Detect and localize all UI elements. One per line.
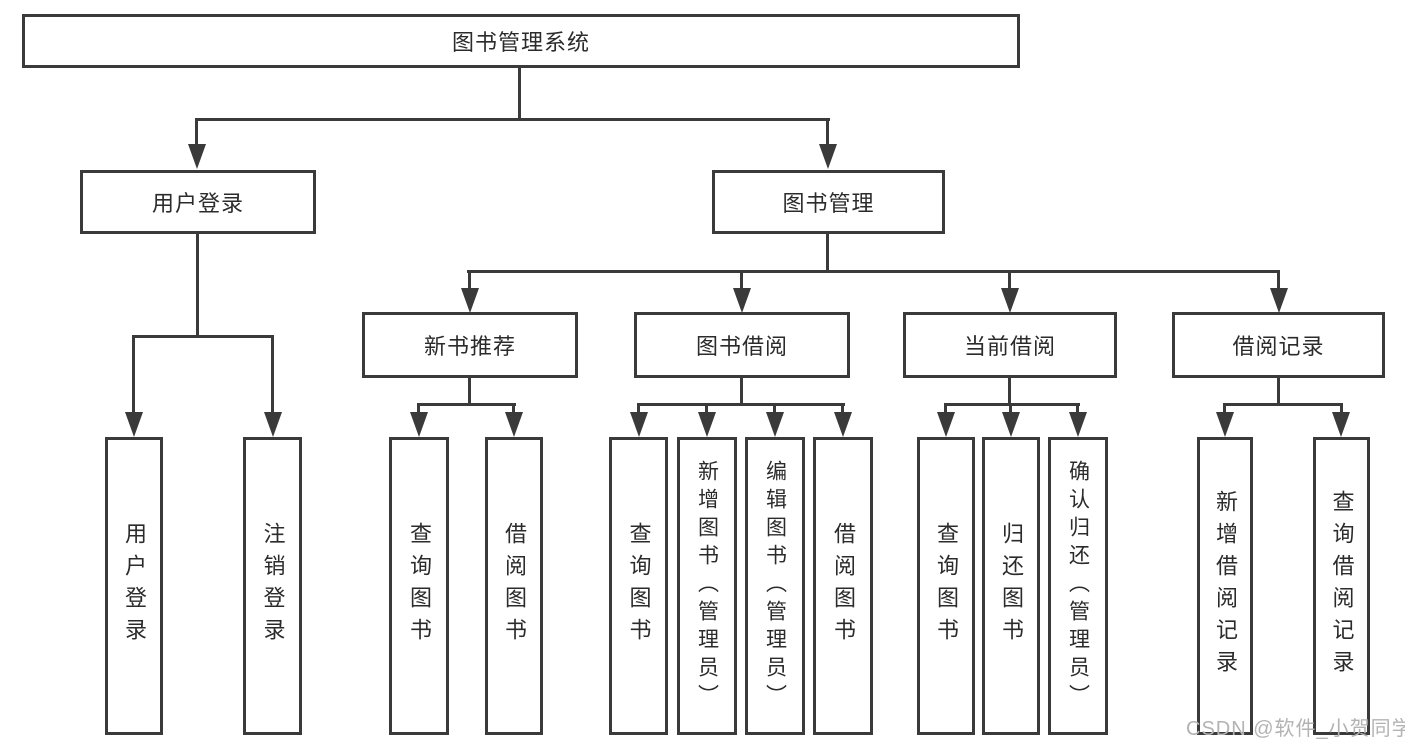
connector-leaf-stub: [417, 403, 420, 415]
leaf-node-add-books-admin: 新增图书（管理员）: [677, 437, 737, 735]
node-book-borrow: 图书借阅: [634, 312, 850, 378]
arrow-down-icon: [1270, 288, 1288, 313]
connector-root-crossbar: [195, 118, 830, 121]
connector-leaf-stub: [944, 403, 947, 415]
arrow-down-icon: [766, 412, 784, 437]
node-current-borrow: 当前借阅: [903, 312, 1117, 378]
connector-group-crossbar: [637, 403, 845, 406]
leaf-node-logout: 注销登录: [243, 437, 302, 735]
arrow-down-icon: [1216, 412, 1234, 437]
arrow-down-icon: [1001, 288, 1019, 313]
arrow-down-icon: [188, 144, 206, 169]
arrow-down-icon: [698, 412, 716, 437]
arrow-down-icon: [410, 412, 428, 437]
connector-leaf-stub: [132, 335, 135, 413]
arrow-down-icon: [264, 412, 282, 437]
arrow-down-icon: [1002, 412, 1020, 437]
connector-group-stub: [1277, 270, 1280, 290]
connector-group-crossbar: [944, 403, 1080, 406]
connector-leaf-stub: [773, 403, 776, 415]
arrow-down-icon: [630, 412, 648, 437]
arrow-down-icon: [733, 288, 751, 313]
csdn-watermark: CSDN @软件_小贺同学: [1186, 718, 1405, 740]
node-user-login-label: 用户登录: [151, 191, 244, 216]
connector-leaf-stub: [841, 403, 844, 415]
node-new-book-recommend-label: 新书推荐: [423, 334, 516, 359]
leaf-node-edit-books-admin: 编辑图书（管理员）: [745, 437, 805, 735]
connector-group-stem: [1008, 378, 1011, 405]
node-root-label: 图书管理系统: [451, 30, 590, 55]
connector-group-crossbar: [417, 403, 516, 406]
arrow-down-icon: [937, 412, 955, 437]
leaf-node-user-login: 用户登录: [105, 437, 163, 735]
connector-leaf-stub: [512, 403, 515, 415]
node-new-book-recommend: 新书推荐: [362, 312, 578, 378]
leaf-node-return-books: 归还图书: [982, 437, 1040, 735]
leaf-node-add-borrow-record: 新增借阅记录: [1197, 437, 1253, 735]
connector-leaf-stub: [637, 403, 640, 415]
connector-group-stub: [740, 270, 743, 290]
connector-group-crossbar: [1223, 403, 1343, 406]
arrow-down-icon: [461, 288, 479, 313]
arrow-down-icon: [1332, 412, 1350, 437]
connector-book-mgmt-stub: [826, 118, 829, 146]
node-root: 图书管理系统: [22, 14, 1020, 68]
connector-group-stem: [468, 378, 471, 405]
connector-leaf-stub: [705, 403, 708, 415]
connector-root-stem: [518, 68, 521, 119]
node-current-borrow-label: 当前借阅: [963, 334, 1056, 359]
leaf-node-query-books: 查询图书: [389, 437, 449, 735]
node-borrow-records-label: 借阅记录: [1232, 334, 1325, 359]
connector-group-stub: [1008, 270, 1011, 290]
node-book-borrow-label: 图书借阅: [695, 334, 788, 359]
leaf-node-confirm-return-admin: 确认归还（管理员）: [1048, 437, 1108, 735]
node-user-login: 用户登录: [80, 170, 316, 234]
arrow-down-icon: [819, 144, 837, 169]
leaf-node-query-books: 查询图书: [609, 437, 668, 735]
connector-group-stub: [468, 270, 471, 290]
connector-user-login-stem: [196, 234, 199, 337]
connector-leaf-stub: [1009, 403, 1012, 415]
connector-leaf-stub: [1076, 403, 1079, 415]
connector-group-stem: [1277, 378, 1280, 405]
leaf-node-query-books: 查询图书: [917, 437, 975, 735]
leaf-node-query-borrow-record: 查询借阅记录: [1313, 437, 1370, 735]
arrow-down-icon: [505, 412, 523, 437]
arrow-down-icon: [1069, 412, 1087, 437]
connector-book-mgmt-stem: [826, 234, 829, 272]
arrow-down-icon: [834, 412, 852, 437]
connector-user-login-crossbar: [132, 335, 274, 338]
node-book-management: 图书管理: [712, 170, 945, 234]
connector-leaf-stub: [271, 335, 274, 413]
node-borrow-records: 借阅记录: [1172, 312, 1385, 378]
connector-book-mgmt-crossbar: [467, 270, 1280, 273]
leaf-node-borrow-books: 借阅图书: [485, 437, 543, 735]
connector-leaf-stub: [1223, 403, 1226, 415]
connector-leaf-stub: [1340, 403, 1343, 415]
connector-user-login-stub: [195, 118, 198, 146]
arrow-down-icon: [125, 412, 143, 437]
connector-group-stem: [740, 378, 743, 405]
leaf-node-borrow-books: 借阅图书: [813, 437, 873, 735]
node-book-management-label: 图书管理: [782, 191, 875, 216]
